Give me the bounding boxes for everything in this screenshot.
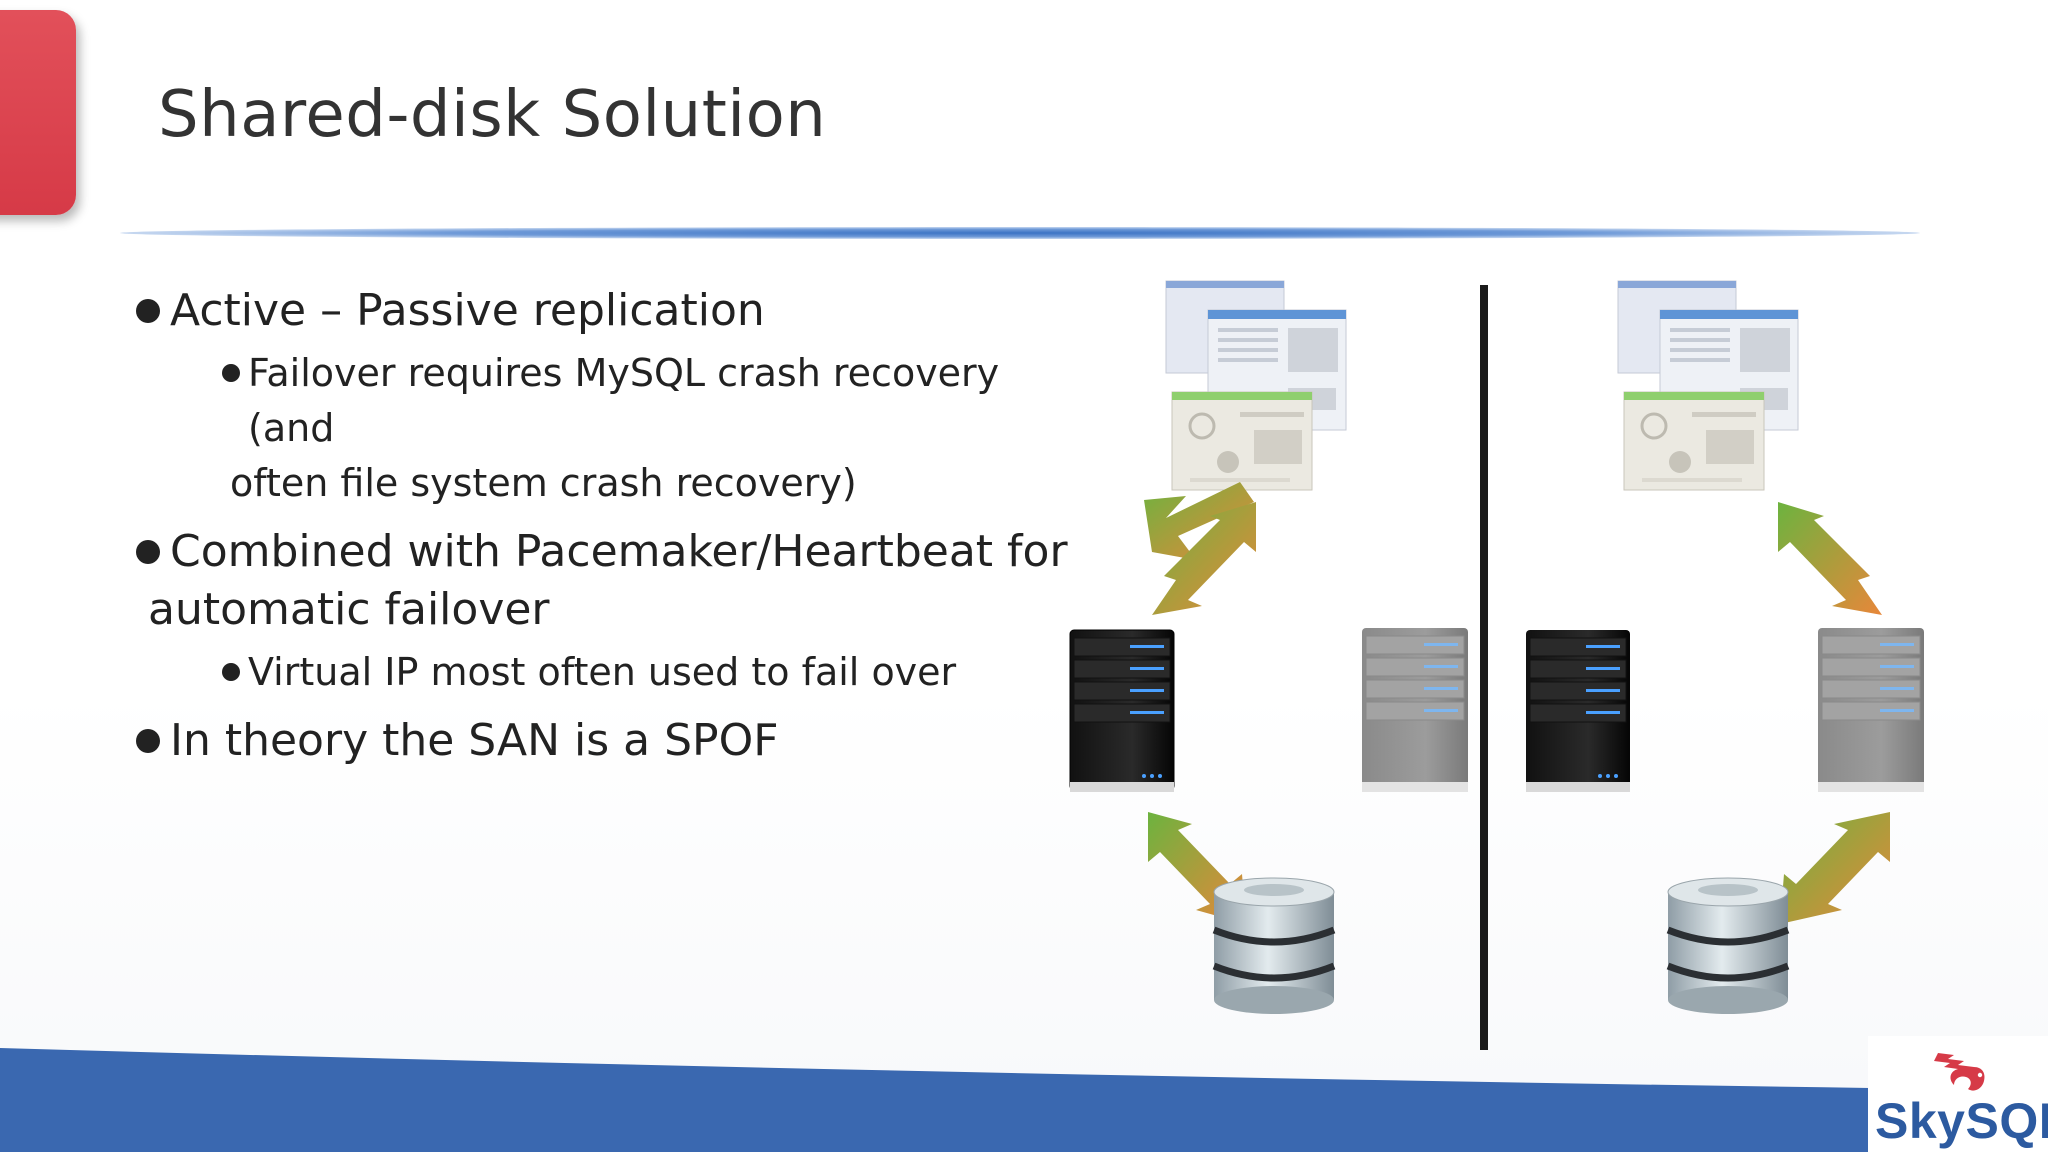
footer-band	[0, 1048, 1870, 1152]
bullet-text: Combined with Pacemaker/Heartbeat for	[170, 526, 1068, 577]
bullet-dot	[136, 299, 160, 323]
logo-area	[1868, 1036, 2048, 1152]
server-standby-icon	[1362, 628, 1468, 792]
slide-title: Shared-disk Solution	[158, 78, 827, 152]
bullet-text: In theory the SAN is a SPOF	[170, 715, 779, 766]
bidirectional-arrow-icon	[1780, 812, 1890, 924]
server-standby-icon	[1818, 628, 1924, 792]
bullet-dot	[222, 663, 240, 681]
bullet-item: Combined with Pacemaker/Heartbeat for au…	[136, 523, 1096, 639]
bullet-item: In theory the SAN is a SPOF	[136, 712, 1096, 770]
bullet-dot	[222, 364, 240, 382]
sub-bullet-item: Virtual IP most often used to fail over	[222, 645, 1096, 700]
bidirectional-arrow-icon	[1778, 502, 1882, 615]
database-disk-icon	[1666, 877, 1790, 1014]
sub-bullet-text: Virtual IP most often used to fail over	[248, 650, 957, 694]
bidirectional-arrow-icon	[1144, 482, 1256, 615]
application-windows-icon	[1617, 280, 1799, 491]
application-windows-icon	[1165, 280, 1347, 491]
bullet-dot	[136, 729, 160, 753]
skysql-logo-text: SkySQL	[1875, 1093, 2048, 1149]
bullet-text-continuation: automatic failover	[148, 584, 550, 635]
sub-bullet-text-continuation: often file system crash recovery)	[230, 461, 857, 505]
title-divider	[120, 227, 1920, 239]
sub-bullet-text: Failover requires MySQL crash recovery (…	[248, 351, 1000, 450]
bullet-text: Active – Passive replication	[170, 285, 765, 336]
server-active-icon	[1526, 630, 1630, 792]
diagram-right-panel	[1526, 280, 1924, 1014]
bullet-dot	[136, 540, 160, 564]
panel-separator-line	[1480, 285, 1488, 1050]
database-disk-icon	[1212, 877, 1336, 1014]
diagram-left-panel	[1069, 280, 1468, 1014]
red-accent-tab	[0, 10, 76, 215]
skysql-bird-icon	[1934, 1053, 1985, 1091]
bullet-item: Active – Passive replication	[136, 282, 1096, 340]
bullet-list: Active – Passive replication Failover re…	[136, 282, 1096, 776]
server-active-icon	[1069, 629, 1175, 792]
sub-bullet-item: Failover requires MySQL crash recovery (…	[222, 346, 1096, 511]
